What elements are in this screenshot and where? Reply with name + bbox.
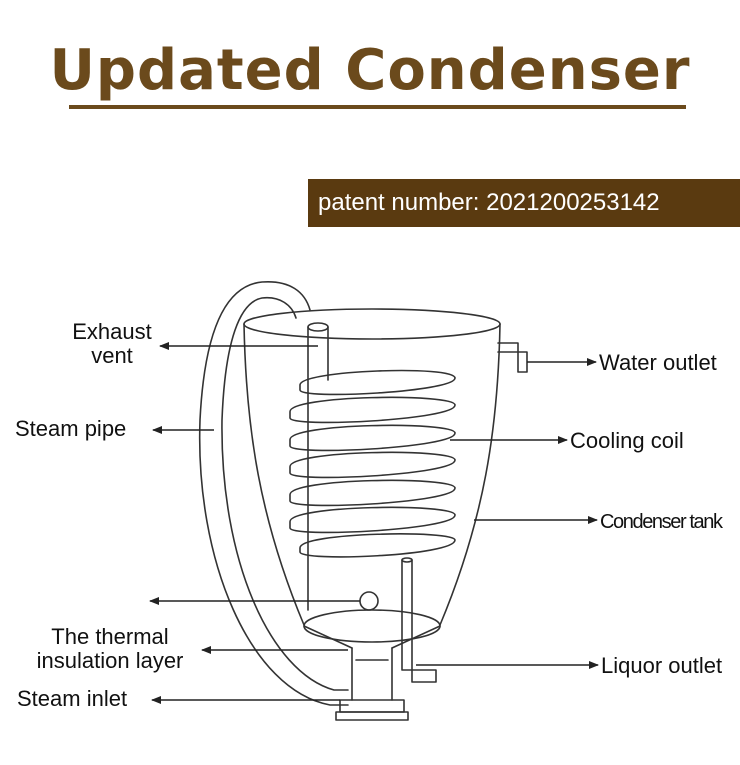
tank-body [243, 323, 501, 626]
tank-rim [243, 308, 501, 340]
label-exhaust-vent: Exhaust vent [72, 319, 152, 368]
sight-glass [359, 591, 379, 611]
steam-inlet-base [351, 647, 393, 701]
label-water-outlet: Water outlet [599, 350, 717, 375]
steam-pipe-inner [221, 296, 349, 691]
title-underline [69, 105, 686, 109]
steam-pipe-outer [198, 281, 349, 706]
tank-bottom [303, 609, 441, 643]
exhaust-vent-tube [307, 326, 329, 611]
liquor-outlet-pipe [401, 559, 437, 683]
water-outlet-pipe [497, 342, 528, 373]
label-liquor-outlet: Liquor outlet [601, 653, 723, 678]
label-cooling-coil: Cooling coil [570, 428, 684, 453]
label-condenser-tank: Condenser tank [600, 511, 723, 533]
cooling-coil-turns [289, 369, 456, 558]
label-steam-inlet: Steam inlet [17, 686, 128, 711]
patent-number-badge: patent number: 2021200253142 [308, 179, 740, 227]
page-title: Updated Condenser [49, 38, 691, 103]
label-thermal-insulation-layer: The thermal insulation layer [36, 624, 184, 673]
label-steam-pipe: Steam pipe [15, 416, 127, 441]
